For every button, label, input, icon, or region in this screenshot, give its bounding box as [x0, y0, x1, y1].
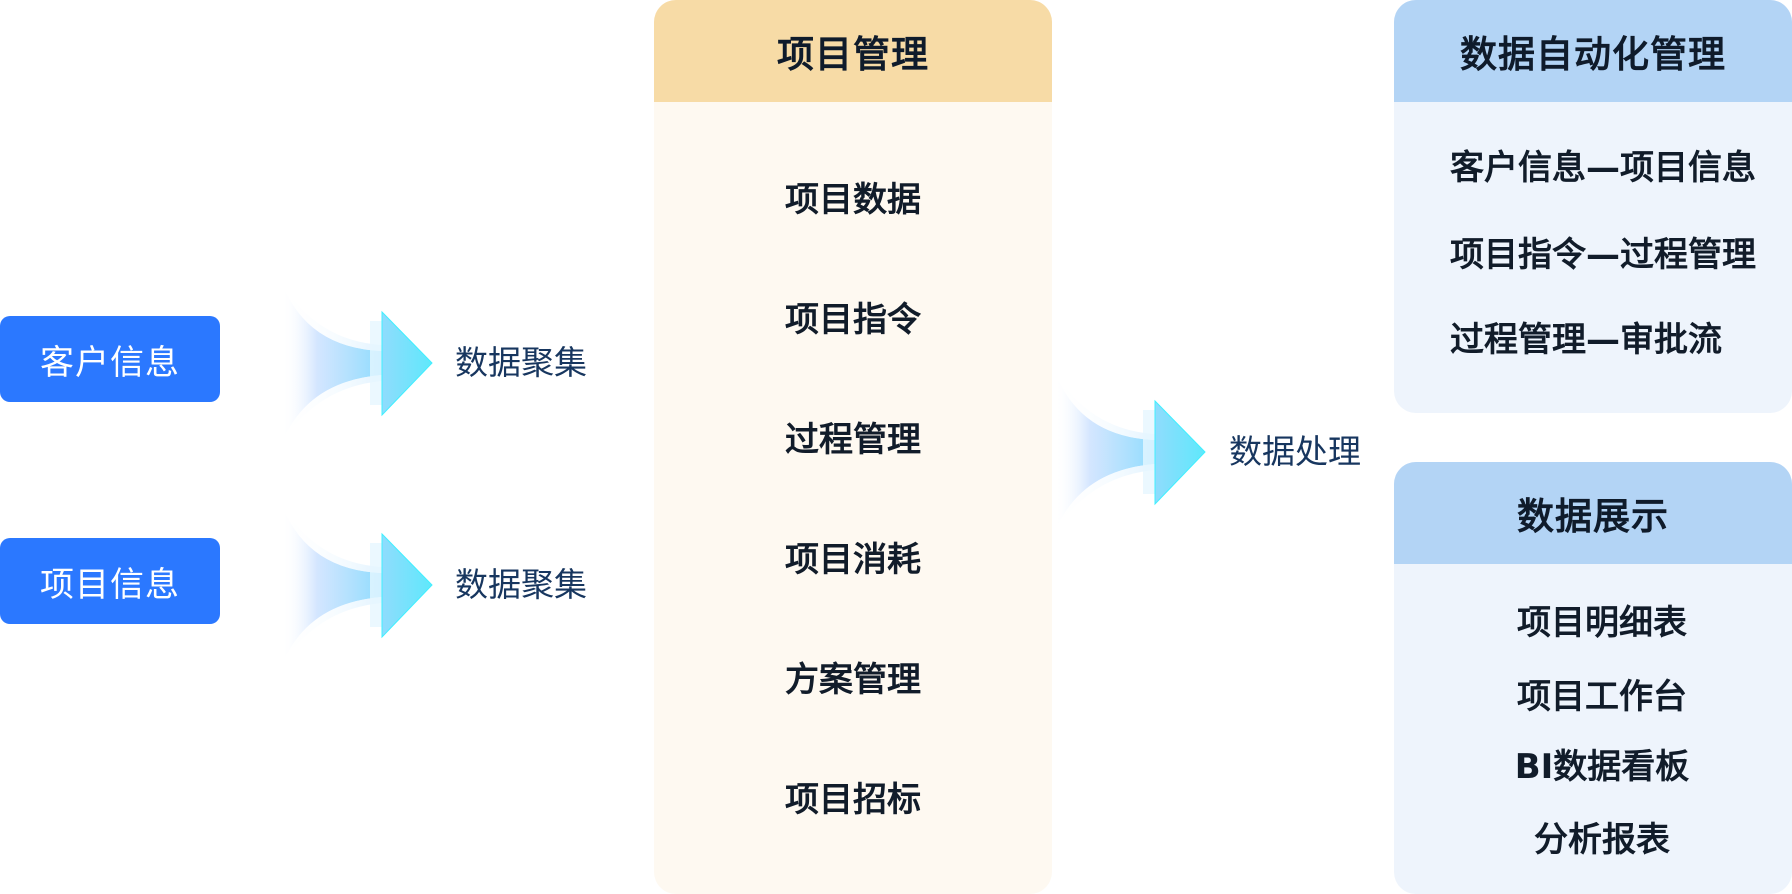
data-display-panel: 数据展示 项目明细表 项目工作台 BI数据看板 分析报表: [1394, 462, 1792, 894]
source-customer-info: 客户信息: [0, 316, 220, 402]
panel-item: 项目指令—过程管理: [1450, 235, 1756, 275]
arrow-ghost: [370, 543, 382, 627]
arrow-head: [381, 532, 433, 639]
project-management-panel: 项目管理 项目数据 项目指令 过程管理 项目消耗 方案管理 项目招标: [654, 0, 1052, 894]
panel-title: 数据展示: [1394, 462, 1792, 564]
arrow-ghost: [370, 321, 382, 405]
arrow-shaft: [1055, 372, 1155, 532]
panel-item: 项目指令: [785, 300, 921, 340]
panel-item: 项目工作台: [1517, 677, 1687, 717]
panel-item: BI数据看板: [1514, 747, 1690, 787]
panel-item: 过程管理: [785, 420, 921, 460]
arrow-shaft: [282, 283, 382, 443]
flow-label-aggregate: 数据聚集: [455, 343, 587, 382]
source-label: 项目信息: [40, 564, 180, 605]
panel-item: 方案管理: [785, 660, 921, 700]
arrow-ghost: [1143, 410, 1155, 494]
data-automation-panel: 数据自动化管理 客户信息—项目信息 项目指令—过程管理 过程管理—审批流: [1394, 0, 1792, 413]
flow-arrow-icon: [282, 283, 433, 443]
flow-arrow-icon: [282, 505, 433, 665]
panel-item: 项目招标: [785, 780, 921, 820]
arrow-head: [381, 310, 433, 417]
source-label: 客户信息: [40, 342, 180, 383]
panel-item: 项目消耗: [785, 540, 921, 580]
panel-item: 客户信息—项目信息: [1450, 148, 1756, 188]
panel-title: 数据自动化管理: [1394, 0, 1792, 102]
flow-label-process: 数据处理: [1229, 432, 1361, 471]
panel-item: 项目数据: [785, 180, 921, 220]
panel-title: 项目管理: [654, 0, 1052, 102]
panel-item: 分析报表: [1534, 820, 1670, 860]
arrow-shaft: [282, 505, 382, 665]
source-project-info: 项目信息: [0, 538, 220, 624]
flow-label-aggregate: 数据聚集: [455, 565, 587, 604]
flow-arrow-icon: [1055, 372, 1206, 532]
panel-item: 项目明细表: [1517, 603, 1687, 643]
panel-item: 过程管理—审批流: [1450, 320, 1722, 360]
arrow-head: [1154, 399, 1206, 506]
